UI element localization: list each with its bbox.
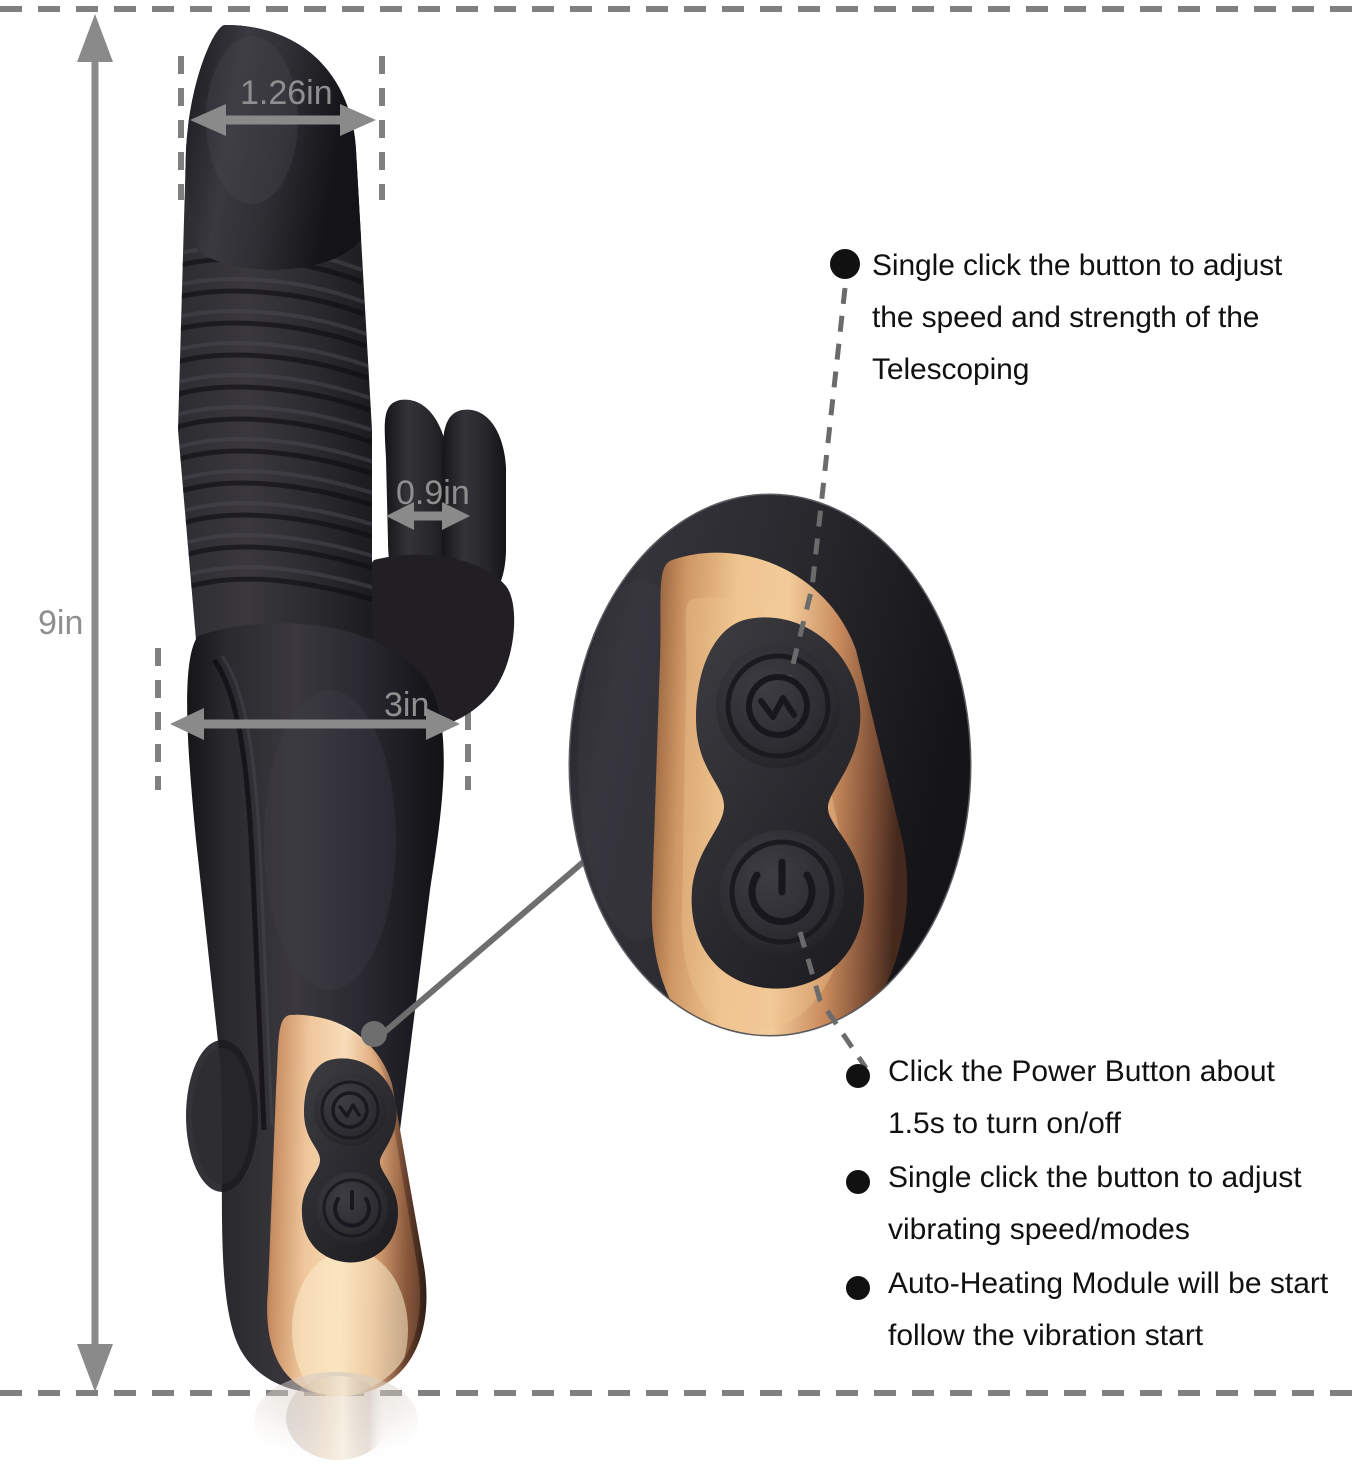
list-item: Click the Power Button about 1.5s to tur… xyxy=(846,1046,1346,1150)
bullet-dot-icon xyxy=(846,1170,870,1194)
list-item: Auto-Heating Module will be start follow… xyxy=(846,1258,1346,1362)
callout-bottom-list: Click the Power Button about 1.5s to tur… xyxy=(846,1046,1346,1364)
callout-bullets xyxy=(830,249,860,279)
magnifier-leader-line xyxy=(378,855,590,1039)
callout-connectors xyxy=(787,287,869,1070)
product-illustration xyxy=(178,25,515,1468)
connector-bottom-callout xyxy=(797,931,869,1070)
dimension-label-girth: 3in xyxy=(384,686,430,724)
bullet-dot-icon xyxy=(846,1064,870,1088)
length-dimension-arrow xyxy=(77,14,113,1392)
bullet-dot-icon xyxy=(846,1276,870,1300)
panel-leader-anchor xyxy=(361,1021,387,1047)
product-reflection xyxy=(254,1372,418,1468)
bullet-dot-top xyxy=(830,249,860,279)
magnified-control-view xyxy=(568,493,972,1037)
callout-power-button-text: Click the Power Button about 1.5s to tur… xyxy=(888,1055,1275,1140)
callout-telescoping-text: Single click the button to adjust the sp… xyxy=(872,249,1283,386)
list-item: Single click the button to adjust vibrat… xyxy=(846,1152,1346,1256)
dimension-label-total-length: 9in xyxy=(38,604,84,642)
callout-auto-heating-text: Auto-Heating Module will be start follow… xyxy=(888,1267,1329,1352)
callout-vibrating-modes-text: Single click the button to adjust vibrat… xyxy=(888,1161,1302,1246)
control-panel xyxy=(267,1014,427,1397)
dimension-label-ear-gap: 0.9in xyxy=(396,474,470,512)
dimension-label-width-tip: 1.26in xyxy=(240,74,333,112)
